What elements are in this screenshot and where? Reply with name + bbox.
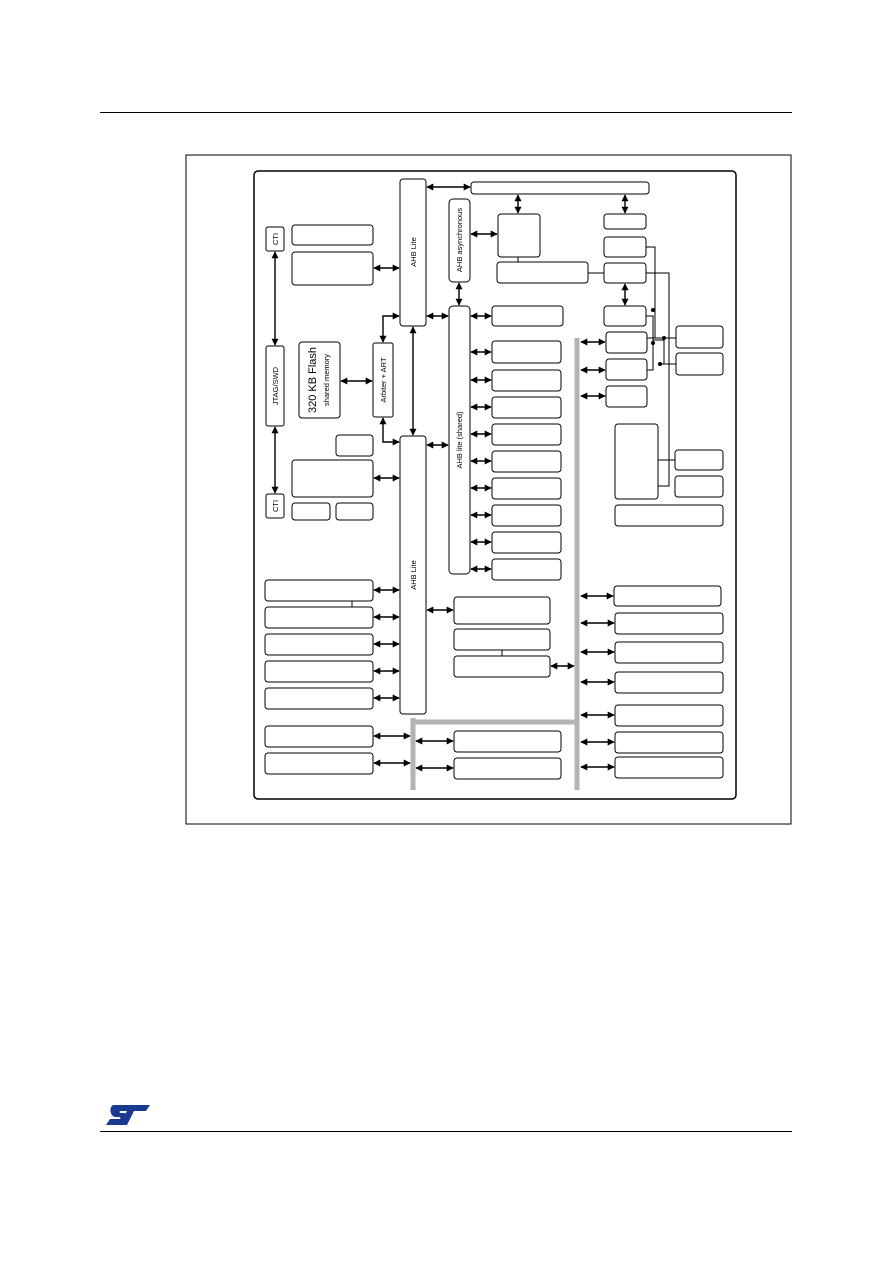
left-periph-5 (264, 687, 374, 710)
center-block-wide (496, 261, 589, 284)
shared-periph-7 (491, 477, 562, 500)
arbiter-label: Arbiter + ART (379, 357, 388, 403)
apb-right-6 (614, 731, 724, 754)
flash-box (298, 341, 341, 419)
apb-right-4 (614, 671, 724, 694)
jtag-swd-label: JTAG/SWD (271, 366, 280, 405)
ahb-lite-bottom-label: AHB Lite (409, 560, 418, 590)
apb-right-7 (614, 756, 724, 779)
flash-sub-label: shared memory (322, 354, 331, 406)
shared-periph-1 (491, 305, 564, 327)
st-logo-icon (106, 1105, 150, 1125)
arbiter-box (372, 342, 394, 418)
left-block-5 (291, 502, 331, 521)
right-block-11 (674, 449, 724, 471)
device-boundary (253, 170, 737, 800)
shared-periph-3 (491, 369, 562, 392)
right-block-9 (675, 352, 724, 376)
jtag-swd-box (265, 345, 285, 427)
right-block-5 (605, 331, 648, 354)
right-block-10 (614, 423, 659, 500)
left-block-1 (291, 224, 374, 246)
apb-center-2 (453, 757, 562, 780)
left-periph-2 (264, 606, 374, 629)
right-block-3 (603, 262, 647, 284)
left-block-6 (335, 502, 374, 521)
left-periph-1 (264, 579, 374, 602)
right-block-1 (603, 213, 647, 230)
ahb-async-label: AHB asynchronous (455, 208, 464, 272)
apb-center-1 (453, 730, 562, 753)
cti-top-box (265, 226, 285, 252)
left-block-4 (291, 459, 374, 498)
apb-right-3 (614, 641, 724, 664)
left-periph-6 (264, 725, 374, 748)
bus-arrows (271, 183, 629, 772)
ahb-lite-top-label: AHB Lite (409, 237, 418, 267)
bridge-block-1 (453, 596, 551, 625)
left-blocks (264, 224, 394, 775)
shared-periph-4 (491, 396, 562, 419)
right-block-12 (674, 475, 724, 498)
shared-periph-5 (491, 423, 562, 446)
right-block-7 (605, 385, 648, 408)
ahb-lite-bottom-bus (399, 435, 427, 715)
right-block-13 (614, 504, 724, 527)
bridge-block-3 (453, 655, 551, 678)
shared-periph-8 (491, 504, 562, 527)
junction-dots (651, 308, 666, 366)
apb-right-5 (614, 704, 724, 727)
right-block-6 (605, 358, 648, 381)
cti-bottom-label: CTI (271, 500, 280, 512)
shared-periph-9 (491, 531, 562, 554)
left-periph-3 (264, 633, 374, 656)
center-block-main (497, 213, 541, 258)
left-block-2 (291, 251, 374, 286)
apb-right-2 (614, 612, 724, 635)
top-horizontal-bus (470, 181, 650, 195)
right-block-4 (603, 305, 647, 327)
figure-frame (185, 154, 792, 825)
left-periph-7 (264, 752, 374, 775)
header-rule (100, 112, 792, 113)
ahb-shared-label: AHB lite (shared) (455, 411, 464, 469)
right-block-8 (675, 325, 724, 349)
shared-periph-6 (491, 450, 562, 473)
footer-rule (100, 1131, 792, 1132)
apb-right-1 (613, 585, 722, 607)
flash-size-label: 320 KB Flash (307, 347, 319, 413)
right-block-2 (603, 236, 647, 258)
ahb-async-bus (448, 198, 471, 283)
bus-matrix (399, 178, 650, 715)
bridge-block-2 (453, 628, 551, 651)
right-blocks (603, 213, 724, 779)
cti-bottom-box (265, 493, 285, 519)
ahb-shared-bus (448, 305, 471, 575)
shared-periph-2 (491, 340, 562, 364)
cti-top-label: CTI (271, 233, 280, 245)
left-periph-4 (264, 660, 374, 683)
left-block-3 (335, 434, 374, 457)
apb-buses (410, 338, 580, 790)
shared-periph-10 (491, 558, 562, 581)
center-blocks (453, 213, 589, 780)
ahb-lite-top-bus (399, 178, 427, 327)
